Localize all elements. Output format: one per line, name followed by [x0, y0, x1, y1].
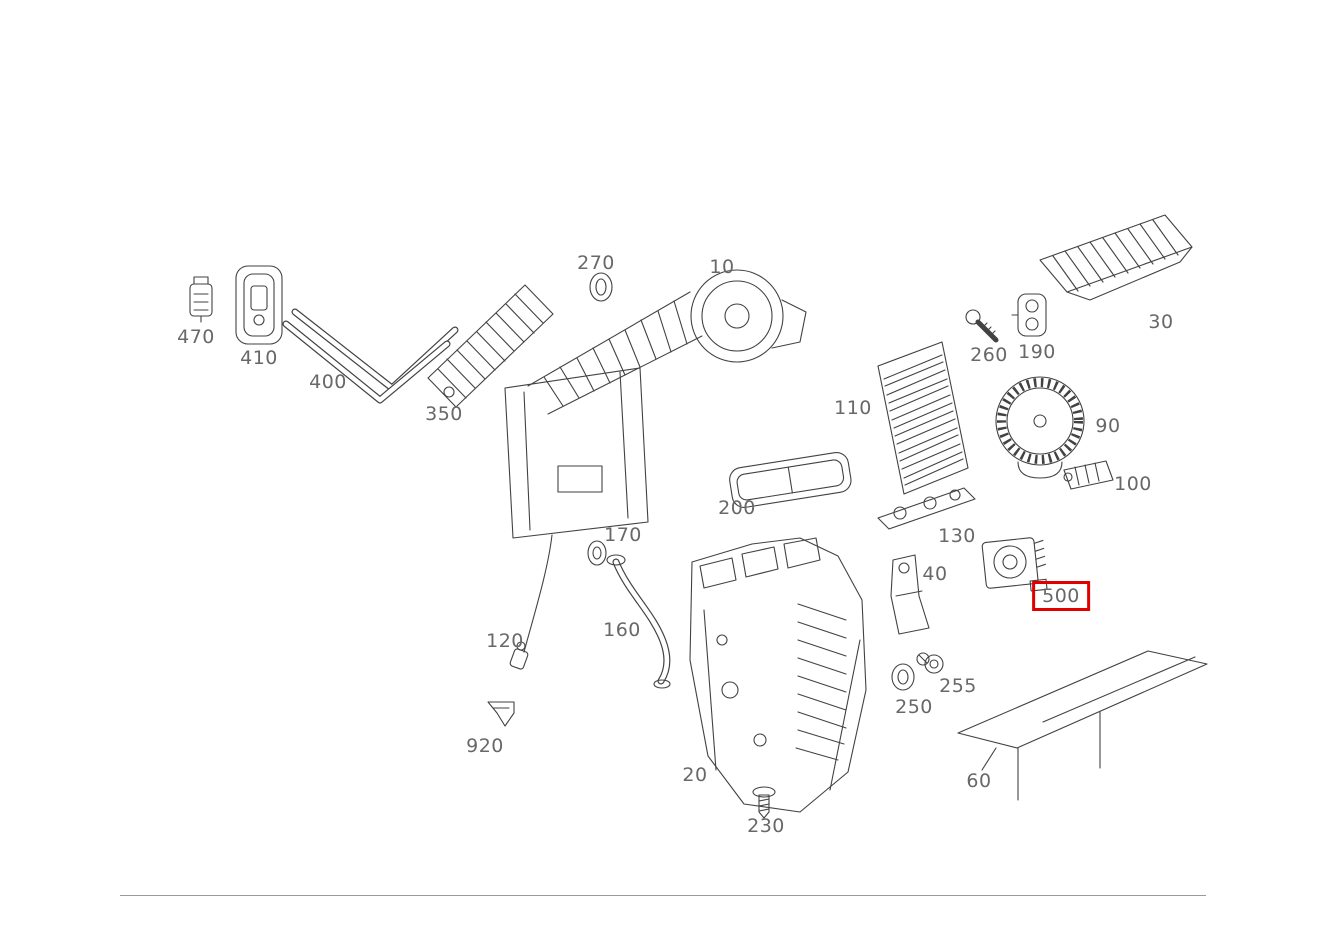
part-label-110[interactable]: 110 [834, 397, 872, 419]
part-170-drawing [587, 540, 607, 566]
part-410-drawing [235, 265, 283, 345]
part-60-drawing [957, 650, 1208, 801]
footer-divider [120, 895, 1206, 896]
part-90-drawing [995, 376, 1085, 479]
part-920-drawing [487, 701, 515, 727]
part-130-drawing [877, 487, 976, 530]
part-label-170[interactable]: 170 [604, 524, 642, 546]
part-label-160[interactable]: 160 [603, 619, 641, 641]
part-255-drawing [924, 654, 944, 674]
part-100-drawing [1063, 460, 1114, 490]
part-label-255[interactable]: 255 [939, 675, 977, 697]
part-230-drawing [752, 786, 776, 819]
part-label-400[interactable]: 400 [309, 371, 347, 393]
part-120-drawing [509, 534, 553, 670]
part-label-190[interactable]: 190 [1018, 341, 1056, 363]
part-label-410[interactable]: 410 [240, 347, 278, 369]
part-40-drawing [890, 554, 930, 635]
part-250-drawing [891, 652, 930, 691]
part-110-drawing [877, 341, 969, 495]
part-190-drawing [1011, 293, 1047, 337]
part-label-260[interactable]: 260 [970, 344, 1008, 366]
part-500-drawing [981, 537, 1048, 592]
part-label-120[interactable]: 120 [486, 630, 524, 652]
part-160-drawing [606, 554, 671, 689]
part-350-drawing [427, 284, 554, 408]
part-label-30[interactable]: 30 [1148, 311, 1174, 333]
part-20-drawing [689, 537, 867, 813]
part-label-500[interactable]: 500 [1032, 581, 1090, 611]
part-label-130[interactable]: 130 [938, 525, 976, 547]
part-label-90[interactable]: 90 [1095, 415, 1121, 437]
part-label-350[interactable]: 350 [425, 403, 463, 425]
part-label-20[interactable]: 20 [682, 764, 708, 786]
part-label-100[interactable]: 100 [1114, 473, 1152, 495]
part-400-drawing [282, 308, 459, 404]
part-label-230[interactable]: 230 [747, 815, 785, 837]
part-label-920[interactable]: 920 [466, 735, 504, 757]
part-label-40[interactable]: 40 [922, 563, 948, 585]
part-label-60[interactable]: 60 [966, 770, 992, 792]
part-470-drawing [189, 276, 213, 323]
part-label-250[interactable]: 250 [895, 696, 933, 718]
part-label-200[interactable]: 200 [718, 497, 756, 519]
part-label-10[interactable]: 10 [709, 256, 735, 278]
part-10-drawing [504, 269, 807, 539]
part-label-270[interactable]: 270 [577, 252, 615, 274]
part-260-drawing [965, 309, 999, 343]
part-label-470[interactable]: 470 [177, 326, 215, 348]
part-200-drawing [729, 452, 852, 508]
part-30-drawing [1039, 214, 1193, 301]
part-270-drawing [589, 272, 613, 302]
